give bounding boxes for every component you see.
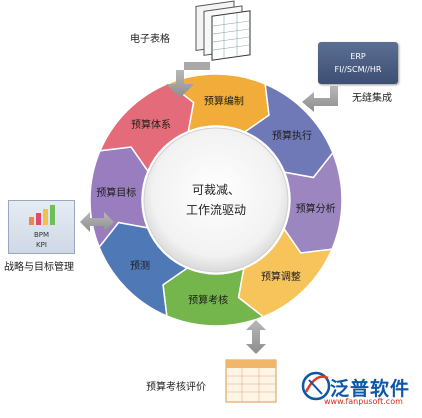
cycle-segment-8	[98, 82, 195, 173]
strategy-label: 战略与目标管理	[4, 262, 74, 273]
stage-label-8: 预算体系	[131, 118, 171, 131]
bar-chart-icon	[29, 205, 55, 225]
evaluation-double-arrow	[246, 320, 266, 354]
brand-url: www.fanpusoft.com	[324, 397, 403, 406]
center-hub	[143, 127, 289, 273]
spreadsheet-label: 电子表格	[130, 34, 170, 45]
stage-label-6: 预测	[130, 259, 150, 272]
stage-label-1: 预算编制	[204, 94, 244, 107]
cycle-ring	[89, 73, 343, 327]
spreadsheet-connector-arrow	[166, 70, 194, 98]
stage-label-4: 预算调整	[261, 270, 301, 283]
strategy-bpm-kpi-box: BPM KPI	[8, 200, 75, 254]
erp-connector-arrow	[302, 86, 338, 112]
stage-label-5: 预算考核	[188, 294, 228, 307]
erp-label: 无缝集成	[352, 93, 392, 104]
spreadsheet-connector-bar	[184, 62, 210, 70]
brand-name: 泛普软件	[330, 378, 411, 400]
brand-logo-icon	[301, 371, 331, 401]
stage-label-3: 预算分析	[296, 202, 336, 215]
spreadsheet-icon	[195, 0, 251, 61]
evaluation-sheet-icon	[225, 359, 277, 403]
stage-label-2: 预算执行	[272, 129, 312, 142]
strategy-double-arrow	[80, 212, 114, 232]
center-text-line1: 可裁减、	[192, 183, 240, 197]
erp-integration-box: ERP FI//SCM//HR	[318, 42, 398, 84]
erp-box-title: ERP	[350, 52, 366, 61]
center-text-line2: 工作流驱动	[186, 203, 246, 217]
bpm-text: BPM	[33, 231, 50, 239]
kpi-text: KPI	[36, 241, 47, 249]
stage-label-7: 预算目标	[96, 186, 136, 199]
evaluation-label: 预算考核评价	[146, 382, 206, 393]
erp-box-subtitle: FI//SCM//HR	[334, 65, 382, 74]
